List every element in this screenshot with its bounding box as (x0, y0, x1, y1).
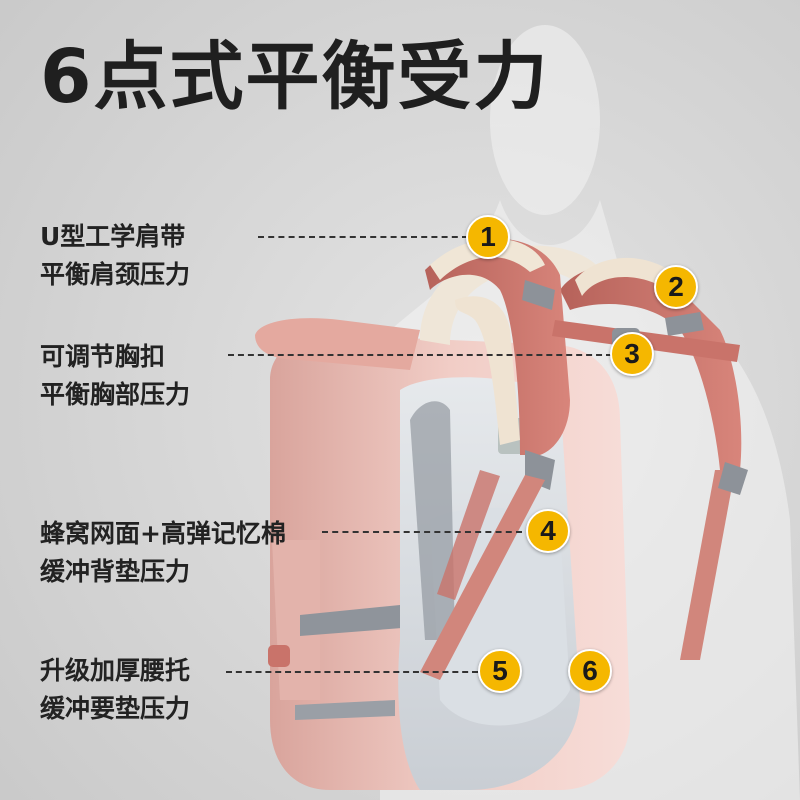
badge-5: 5 (478, 649, 522, 693)
feature-label-waist-support: 升级加厚腰托 缓冲要垫压力 (40, 652, 190, 728)
feature-line: 可调节胸扣 (40, 342, 166, 371)
left-shoulder-strap (420, 238, 740, 680)
leader-line-5 (226, 671, 478, 673)
badge-3: 3 (610, 332, 654, 376)
feature-line: U型工学肩带 (40, 222, 186, 251)
feature-line: 升级加厚腰托 (40, 656, 191, 685)
feature-subline: 缓冲背垫压力 (40, 557, 191, 586)
feature-label-shoulder-strap: U型工学肩带 平衡肩颈压力 (40, 218, 190, 294)
feature-subline: 平衡肩颈压力 (40, 260, 191, 289)
leader-line-3 (228, 354, 612, 356)
feature-subline: 缓冲要垫压力 (40, 694, 191, 723)
feature-line: 蜂窝网面+高弹记忆棉 (40, 519, 286, 548)
page-title: 6点式平衡受力 (40, 34, 550, 120)
badge-4: 4 (526, 509, 570, 553)
feature-label-back-padding: 蜂窝网面+高弹记忆棉 缓冲背垫压力 (40, 515, 286, 591)
badge-2: 2 (654, 265, 698, 309)
leader-line-1 (258, 236, 468, 238)
badge-1: 1 (466, 215, 510, 259)
right-shoulder-strap (560, 257, 748, 660)
feature-label-chest-buckle: 可调节胸扣 平衡胸部压力 (40, 338, 190, 414)
feature-subline: 平衡胸部压力 (40, 380, 191, 409)
badge-6: 6 (568, 649, 612, 693)
leader-line-4 (322, 531, 522, 533)
